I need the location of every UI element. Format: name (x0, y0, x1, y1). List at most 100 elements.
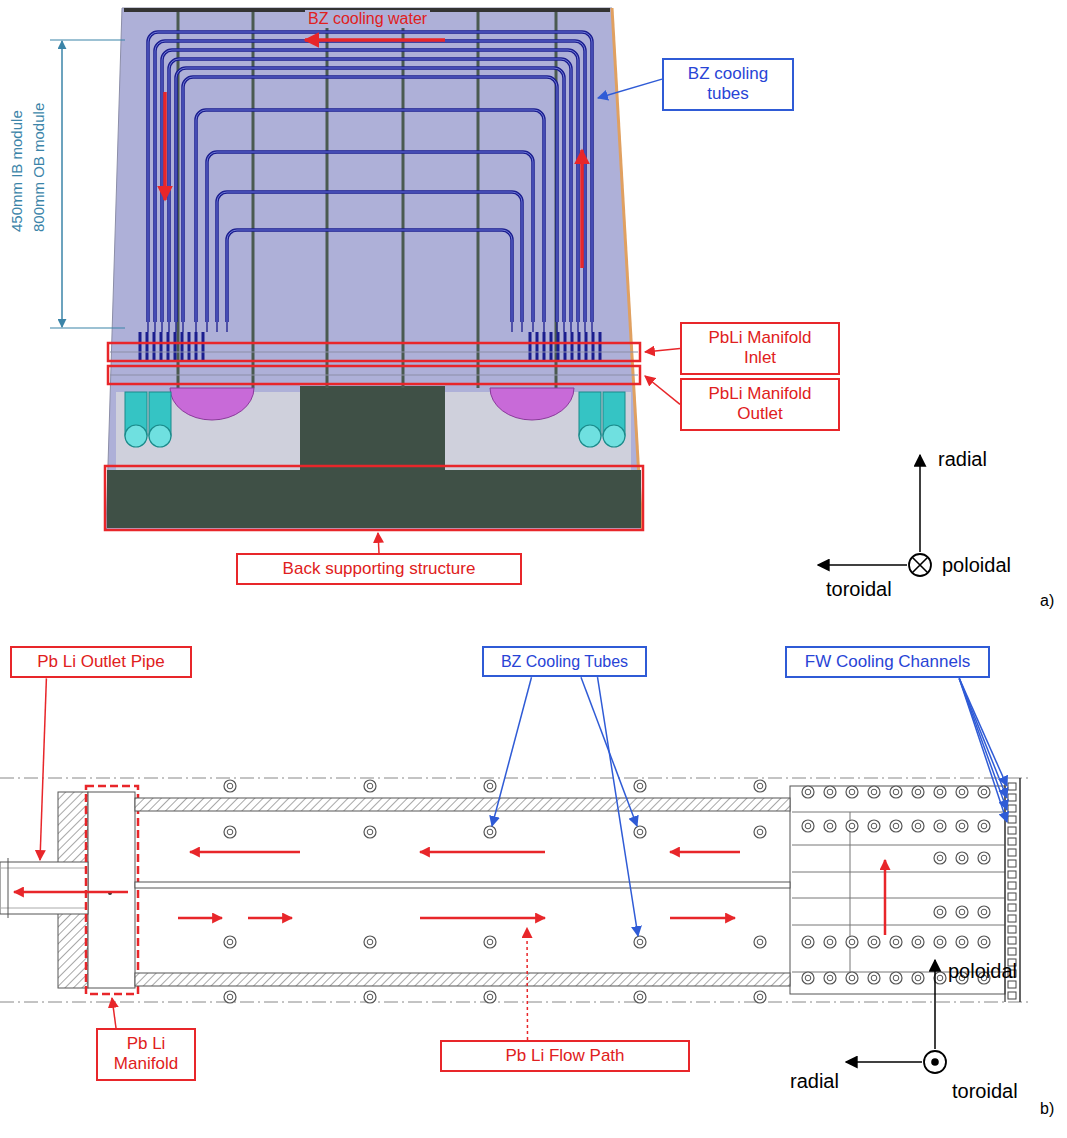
annotation-label: poloidal (948, 960, 1017, 983)
cooling-tube-bore (849, 789, 855, 795)
tube-stub (160, 332, 163, 360)
cooling-tube-bore (937, 855, 943, 861)
cooling-tube-section (846, 786, 858, 798)
cooling-tube-section (868, 820, 880, 832)
dimension-line (61, 41, 63, 327)
label-box: PbLi Manifold Outlet (680, 378, 840, 431)
annotation-label: toroidal (952, 1080, 1018, 1103)
cooling-tube-section (890, 972, 902, 984)
manifold-divider (110, 352, 638, 353)
cooling-tube-section (484, 780, 496, 792)
cooling-tube-bore (227, 994, 233, 1000)
cooling-tube-bore (827, 975, 833, 981)
fw-plate (792, 925, 1005, 926)
cooling-tube-section (364, 936, 376, 948)
tube-stub (146, 332, 149, 360)
cooling-tube-bore (959, 789, 965, 795)
cooling-tube-bore (367, 783, 373, 789)
flow-arrow (178, 917, 222, 920)
cooling-tube-section (754, 826, 766, 838)
cooling-tube-bore (915, 789, 921, 795)
cooling-tube-section (364, 826, 376, 838)
center-rib (300, 386, 445, 472)
cooling-tube-bore (871, 789, 877, 795)
label-text: Pb Li Flow Path (452, 1046, 678, 1066)
cooling-tube-bore (367, 829, 373, 835)
cooling-tube-section (912, 936, 924, 948)
fw-channel (1008, 948, 1016, 955)
cooling-tube-bore (805, 823, 811, 829)
cooling-tube-bore (849, 823, 855, 829)
tube-highlight (183, 77, 557, 322)
label-box: FW Cooling Channels (785, 646, 990, 678)
leader-line (645, 348, 680, 352)
label-box: BZ cooling tubes (662, 58, 794, 111)
fw-channel (1008, 882, 1016, 889)
fw-plate (792, 872, 1005, 873)
cooling-tube-section (802, 820, 814, 832)
tube-stub (153, 332, 156, 360)
fw-channel (1008, 816, 1016, 823)
cooling-tube-section (824, 820, 836, 832)
tube-end (577, 322, 578, 332)
tube-stub (195, 332, 198, 360)
tube-highlight (176, 68, 564, 322)
bz-cooling-tube (148, 32, 592, 322)
tube-highlight (148, 32, 592, 322)
bz-cooling-tube (155, 41, 585, 322)
tube-end (206, 322, 207, 332)
fw-channel (1008, 992, 1016, 999)
bz-cooling-tube (183, 77, 557, 322)
cooling-tube-section (978, 786, 990, 798)
cooling-tube-bore (915, 823, 921, 829)
fw-channel (1008, 893, 1016, 900)
label-box: Pb Li Flow Path (440, 1040, 690, 1072)
flow-arrow (163, 92, 167, 200)
cooling-tube-bore (959, 909, 965, 915)
cooling-tube-bore (487, 939, 493, 945)
tube-stub (167, 332, 170, 360)
back-plate (107, 470, 641, 528)
cooling-tube-bore (487, 994, 493, 1000)
cooling-tube-bore (367, 994, 373, 1000)
fw-channel (1008, 981, 1016, 988)
leader-line (526, 928, 528, 1040)
fw-channel (1008, 926, 1016, 933)
centre-line (0, 1002, 1030, 1003)
label-text: PbLi Manifold Inlet (692, 328, 828, 369)
cooling-tube-bore (827, 939, 833, 945)
leader-line (598, 677, 639, 936)
feed-pipe-end (149, 425, 171, 447)
cooling-tube-bore (871, 939, 877, 945)
axis-out-of-page (924, 1051, 946, 1073)
leader-line (492, 677, 532, 826)
tube-stub (174, 332, 177, 360)
leader-line (378, 533, 379, 553)
cooling-tube-bore (981, 855, 987, 861)
cooling-tube-bore (981, 789, 987, 795)
label-box: BZ Cooling Tubes (482, 646, 647, 677)
cooling-tube-bore (637, 939, 643, 945)
cooling-tube-bore (959, 823, 965, 829)
cooling-tube-section (956, 786, 968, 798)
tube-end (195, 322, 196, 332)
bz-cooling-tube (196, 110, 544, 322)
label-text: Back supporting structure (248, 559, 510, 579)
cooling-tube-section (978, 936, 990, 948)
manifold-outline (86, 786, 138, 994)
cooling-tube-bore (959, 855, 965, 861)
feed-pipe-end (603, 425, 625, 447)
dimension-label: 450mm IB module (8, 110, 25, 232)
cooling-tube-section (934, 820, 946, 832)
tube-end (591, 322, 592, 332)
flow-arrow (420, 851, 545, 854)
flow-arrow (884, 860, 887, 935)
channel-plate (135, 798, 790, 811)
leader-line (40, 678, 46, 860)
tube-end (584, 322, 585, 332)
tube-end (532, 322, 533, 332)
cooling-tube-section (484, 826, 496, 838)
cooling-tube-section (978, 906, 990, 918)
cooling-tube-bore (805, 939, 811, 945)
cooling-tube-section (890, 786, 902, 798)
